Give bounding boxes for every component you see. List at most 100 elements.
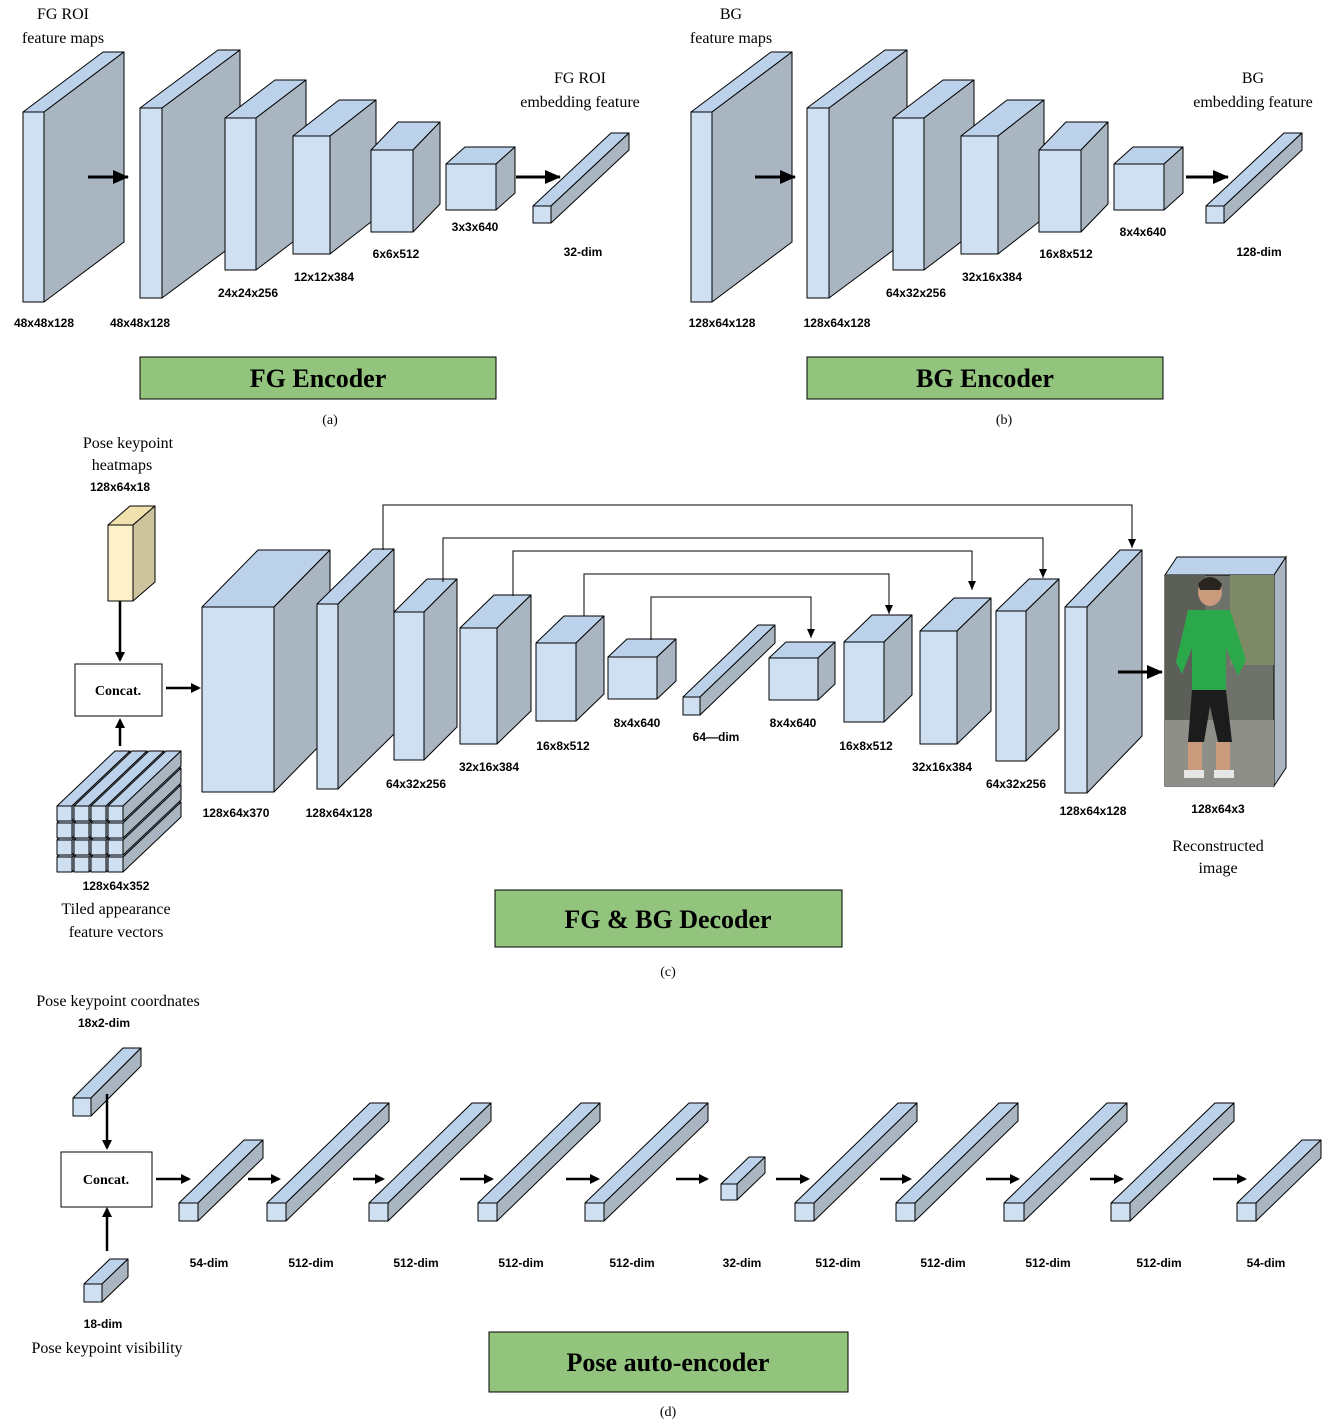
fg-dim-3: 12x12x384 <box>294 270 354 284</box>
panel-b: BG feature maps BG embedding feature 128… <box>689 6 1313 428</box>
fg-block-6 <box>532 132 630 224</box>
dec-block-6 <box>682 624 776 716</box>
pose-block-5 <box>720 1156 766 1201</box>
pose-ae-title: Pose auto-encoder <box>567 1348 770 1377</box>
pose-concat-box <box>60 1151 153 1208</box>
bg-block-1 <box>806 49 908 299</box>
pose-ae-banner <box>488 1331 849 1393</box>
pose-block-4 <box>584 1102 709 1222</box>
bg-block-0 <box>690 51 793 303</box>
tiled-caption-1: Tiled appearance <box>61 901 170 918</box>
bg-dim-0: 128x64x128 <box>689 316 756 330</box>
dec-dim-1: 128x64x128 <box>306 806 373 820</box>
pose-dim-7: 512-dim <box>920 1256 965 1270</box>
bg-block-6 <box>1205 132 1303 224</box>
pose-block-2 <box>368 1102 492 1222</box>
dec-dim-0: 128x64x370 <box>203 806 270 820</box>
fg-dim-4: 6x6x512 <box>373 247 420 261</box>
bg-dim-5: 8x4x640 <box>1120 225 1167 239</box>
dec-dim-8: 16x8x512 <box>839 739 893 753</box>
fg-block-1 <box>139 49 241 299</box>
bg-dim-3: 32x16x384 <box>962 270 1022 284</box>
dec-block-9 <box>919 597 992 745</box>
fg-input-caption-2: feature maps <box>22 30 104 47</box>
pose-dim-5: 32-dim <box>723 1256 762 1270</box>
fg-encoder-banner <box>139 356 497 400</box>
dec-dim-9: 32x16x384 <box>912 760 972 774</box>
dec-block-4 <box>535 615 605 722</box>
bg-block-5 <box>1113 146 1184 211</box>
skip-16 <box>583 573 893 616</box>
pose-dim-2: 512-dim <box>393 1256 438 1270</box>
bg-dim-6: 128-dim <box>1236 245 1281 259</box>
dec-block-0 <box>201 549 331 793</box>
pose-concat-label: Concat. <box>83 1173 129 1188</box>
pose-dim-3: 512-dim <box>498 1256 543 1270</box>
decoder-concat-box <box>74 663 163 717</box>
skip-8 <box>650 596 815 640</box>
dec-dim-6: 64—dim <box>693 730 740 744</box>
skip-32 <box>512 550 976 596</box>
dec-dim-5: 8x4x640 <box>614 716 661 730</box>
fg-dim-1: 48x48x128 <box>110 316 170 330</box>
pose-block-7 <box>895 1102 1019 1222</box>
bg-input-caption-2: feature maps <box>690 30 772 47</box>
pose-dim-10: 54-dim <box>1247 1256 1286 1270</box>
pose-dim-0: 54-dim <box>190 1256 229 1270</box>
reconstructed-caption-1: Reconstructed <box>1172 838 1264 855</box>
panel-c-label: (c) <box>660 965 676 980</box>
network-blocks <box>22 49 1322 1303</box>
bg-output-caption-1: BG <box>1242 70 1265 87</box>
pose-dim-6: 512-dim <box>815 1256 860 1270</box>
panel-a: FG ROI feature maps FG ROI embedding fea… <box>14 6 640 428</box>
coord-dim: 18x2-dim <box>78 1016 130 1030</box>
bg-dim-1: 128x64x128 <box>804 316 871 330</box>
dec-dim-11: 128x64x128 <box>1060 804 1127 818</box>
heatmap-caption-1: Pose keypoint <box>83 435 174 452</box>
dec-dim-2: 64x32x256 <box>386 777 446 791</box>
dec-dim-12: 128x64x3 <box>1191 802 1245 816</box>
dec-dim-10: 64x32x256 <box>986 777 1046 791</box>
coord-block <box>72 1047 142 1117</box>
reconstructed-image <box>1164 555 1287 788</box>
decoder-title: FG & BG Decoder <box>564 905 771 934</box>
bg-dim-4: 16x8x512 <box>1039 247 1093 261</box>
dec-dim-7: 8x4x640 <box>770 716 817 730</box>
dec-block-3 <box>459 594 532 745</box>
bg-output-caption-2: embedding feature <box>1193 94 1313 111</box>
reconstructed-caption-2: image <box>1198 860 1237 877</box>
bg-block-4 <box>1038 121 1109 233</box>
pose-dim-4: 512-dim <box>609 1256 654 1270</box>
pose-dim-1: 512-dim <box>288 1256 333 1270</box>
fg-dim-6: 32-dim <box>564 245 603 259</box>
fg-dim-2: 24x24x256 <box>218 286 278 300</box>
vis-dim: 18-dim <box>84 1317 123 1331</box>
tiled-dim: 128x64x352 <box>83 879 150 893</box>
fg-block-0 <box>22 51 125 303</box>
dec-block-8 <box>843 614 913 723</box>
panel-d: Pose keypoint coordnates 18x2-dim Concat… <box>31 993 1285 1420</box>
decoder-banner <box>494 889 843 948</box>
pose-block-8 <box>1003 1102 1128 1222</box>
heatmap-block <box>107 505 156 602</box>
bg-input-caption-1: BG <box>720 6 743 23</box>
heatmap-dim: 128x64x18 <box>90 480 150 494</box>
fg-input-caption-1: FG ROI <box>37 6 89 23</box>
panel-c: Pose keypoint heatmaps 128x64x18 Concat.… <box>61 435 1287 980</box>
panel-a-label: (a) <box>322 413 338 428</box>
skip-64 <box>442 537 1047 582</box>
pose-block-10 <box>1236 1139 1322 1222</box>
fg-encoder-title: FG Encoder <box>250 364 387 393</box>
tiled-caption-2: feature vectors <box>69 924 164 941</box>
pose-block-9 <box>1110 1102 1235 1222</box>
dec-block-2 <box>393 578 458 761</box>
decoder-concat-label: Concat. <box>95 684 141 699</box>
dec-block-5 <box>607 638 677 700</box>
bg-block-3 <box>960 99 1045 255</box>
bg-encoder-title: BG Encoder <box>916 364 1054 393</box>
fg-output-caption-1: FG ROI <box>554 70 606 87</box>
coord-caption: Pose keypoint coordnates <box>36 993 200 1010</box>
connection-arrows <box>88 170 1247 1251</box>
